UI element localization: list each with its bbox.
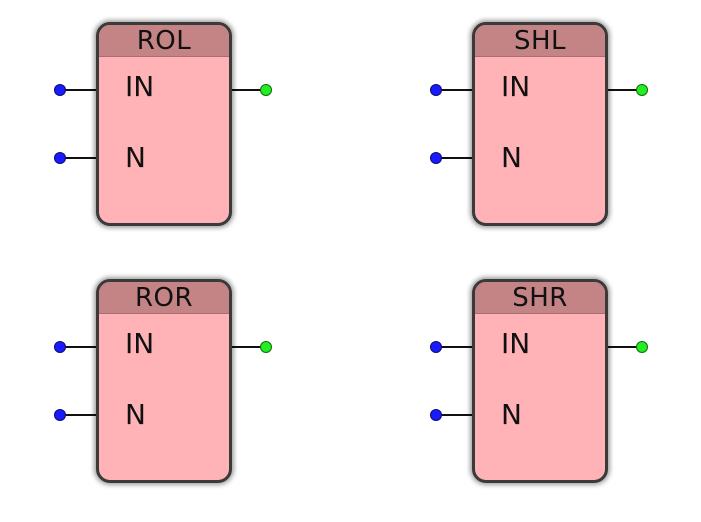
input-label-in: IN bbox=[125, 327, 155, 360]
block-body: ROR IN N bbox=[96, 279, 232, 483]
function-block-shr[interactable]: SHR IN N bbox=[428, 271, 648, 487]
block-title: ROL bbox=[99, 25, 229, 57]
input-pin-n[interactable] bbox=[430, 152, 442, 164]
output-pin[interactable] bbox=[260, 341, 272, 353]
input-label-in: IN bbox=[501, 327, 531, 360]
input-wire-n bbox=[60, 157, 98, 159]
input-wire-n bbox=[436, 414, 474, 416]
input-pin-in[interactable] bbox=[430, 84, 442, 96]
output-pin[interactable] bbox=[260, 84, 272, 96]
input-wire-in bbox=[436, 89, 474, 91]
block-body: SHR IN N bbox=[472, 279, 608, 483]
input-wire-in bbox=[60, 89, 98, 91]
block-title: SHL bbox=[475, 25, 605, 57]
output-pin[interactable] bbox=[636, 84, 648, 96]
input-pin-in[interactable] bbox=[54, 341, 66, 353]
input-label-n: N bbox=[125, 141, 146, 174]
input-wire-n bbox=[436, 157, 474, 159]
input-pin-n[interactable] bbox=[54, 152, 66, 164]
input-pin-n[interactable] bbox=[54, 409, 66, 421]
output-wire bbox=[230, 346, 266, 348]
input-label-n: N bbox=[501, 398, 522, 431]
input-pin-in[interactable] bbox=[54, 84, 66, 96]
block-body: ROL IN N bbox=[96, 22, 232, 226]
input-pin-in[interactable] bbox=[430, 341, 442, 353]
block-title: SHR bbox=[475, 282, 605, 314]
input-label-n: N bbox=[125, 398, 146, 431]
block-title: ROR bbox=[99, 282, 229, 314]
input-wire-in bbox=[436, 346, 474, 348]
input-label-in: IN bbox=[501, 70, 531, 103]
input-wire-n bbox=[60, 414, 98, 416]
function-block-ror[interactable]: ROR IN N bbox=[52, 271, 272, 487]
block-body: SHL IN N bbox=[472, 22, 608, 226]
input-pin-n[interactable] bbox=[430, 409, 442, 421]
output-wire bbox=[606, 89, 642, 91]
input-label-in: IN bbox=[125, 70, 155, 103]
output-wire bbox=[230, 89, 266, 91]
input-wire-in bbox=[60, 346, 98, 348]
function-block-rol[interactable]: ROL IN N bbox=[52, 14, 272, 230]
input-label-n: N bbox=[501, 141, 522, 174]
output-pin[interactable] bbox=[636, 341, 648, 353]
output-wire bbox=[606, 346, 642, 348]
function-block-shl[interactable]: SHL IN N bbox=[428, 14, 648, 230]
